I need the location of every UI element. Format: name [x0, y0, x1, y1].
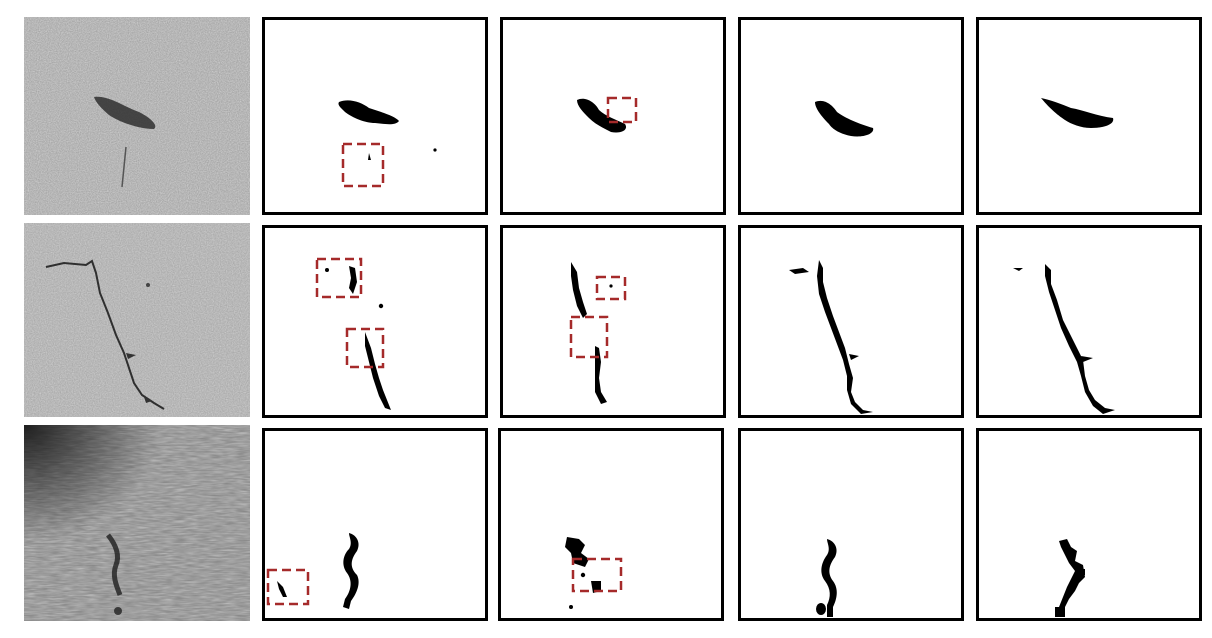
mask-panel-row-1-method-c: [738, 17, 964, 215]
mask-panel-row-1-method-a: [262, 17, 488, 215]
sar-image-row-2: [24, 223, 250, 417]
mask-panel-row-2-method-b: [500, 225, 726, 418]
mask-panel-row-1-ground-truth: [976, 17, 1202, 215]
mask-panel-row-1-method-b: [500, 17, 726, 215]
mask-panel-row-2-method-a: [262, 225, 488, 418]
mask-panel-row-3-method-b: [498, 428, 724, 621]
mask-panel-row-3-method-c: [738, 428, 964, 621]
mask-panel-row-3-ground-truth: [976, 428, 1202, 621]
sar-image-row-1: [24, 17, 250, 215]
mask-panel-row-3-method-a: [262, 428, 488, 621]
sar-image-row-3: [24, 425, 250, 621]
mask-panel-row-2-method-c: [738, 225, 964, 418]
mask-panel-row-2-ground-truth: [976, 225, 1202, 418]
